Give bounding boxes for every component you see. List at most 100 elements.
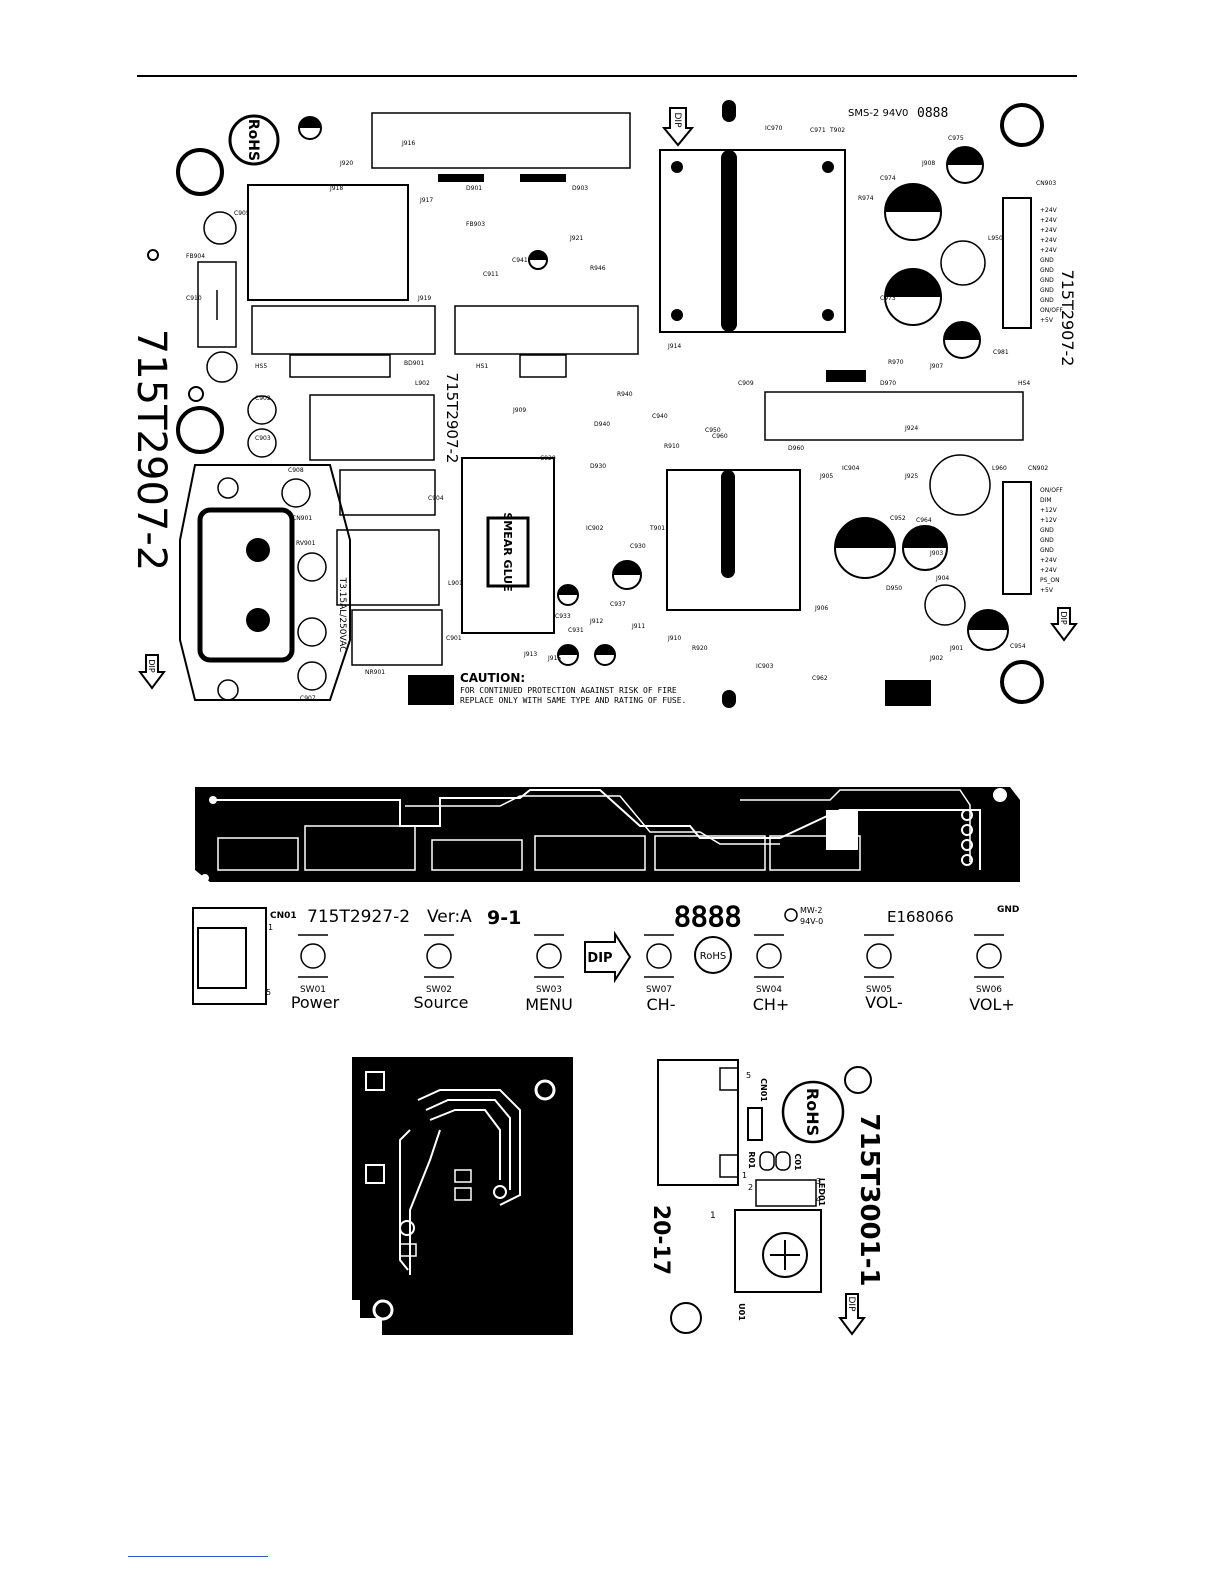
svg-text:J902: J902 — [929, 655, 943, 662]
svg-text:RoHS: RoHS — [803, 1088, 822, 1136]
svg-text:RoHS: RoHS — [700, 951, 726, 962]
svg-text:C930: C930 — [630, 543, 646, 550]
svg-text:C901: C901 — [446, 635, 462, 642]
fuse-rating: T3.15AL/250VAC — [337, 577, 347, 653]
svg-text:HS5: HS5 — [255, 363, 267, 370]
svg-text:L950: L950 — [988, 235, 1003, 242]
svg-text:R920: R920 — [692, 645, 708, 652]
svg-text:C981: C981 — [993, 349, 1009, 356]
svg-text:LED01: LED01 — [817, 1178, 826, 1207]
button-label: Source — [414, 993, 469, 1012]
svg-text:C910: C910 — [186, 295, 202, 302]
mounting-hole — [1000, 103, 1044, 147]
svg-text:HS4: HS4 — [1018, 380, 1030, 387]
svg-text:J916: J916 — [401, 140, 415, 147]
svg-text:+5V: +5V — [1040, 587, 1054, 594]
mounting-hole — [176, 406, 224, 454]
svg-text:U01: U01 — [737, 1303, 746, 1321]
svg-text:J924: J924 — [904, 425, 918, 432]
ul-mark: SMS-2 94V0 — [848, 108, 908, 119]
svg-text:5: 5 — [746, 1071, 751, 1080]
tact-switch: SW07 CH- — [644, 934, 675, 1014]
svg-text:J918: J918 — [329, 185, 343, 192]
ul-icon — [784, 908, 798, 922]
board-id-right: 715T2907-2 — [1058, 270, 1077, 367]
button-label: Power — [291, 993, 340, 1012]
transformer-t901 — [666, 469, 801, 611]
svg-text:1: 1 — [710, 1211, 716, 1221]
ground-icon — [188, 386, 204, 402]
svg-text:BD901: BD901 — [404, 360, 424, 367]
svg-text:C973: C973 — [880, 295, 896, 302]
svg-text:4: 4 — [816, 1195, 821, 1204]
svg-text:+24V: +24V — [1040, 567, 1058, 574]
svg-text:J912: J912 — [589, 618, 603, 625]
rohs-text: RoHS — [245, 119, 261, 161]
flame-rating: 94V-0 — [800, 917, 823, 926]
svg-text:5: 5 — [266, 988, 271, 997]
board-id-large: 715T2907-2 — [128, 329, 174, 571]
svg-text:IC902: IC902 — [586, 525, 604, 532]
svg-text:C975: C975 — [948, 135, 964, 142]
svg-text:+12V: +12V — [1040, 507, 1058, 514]
tact-switch: SW06 VOL+ — [969, 934, 1015, 1014]
tact-switch: SW01 Power — [291, 934, 340, 1012]
svg-text:HS1: HS1 — [476, 363, 488, 370]
ul-mark: MW-2 — [800, 906, 822, 915]
svg-text:L960: L960 — [992, 465, 1007, 472]
svg-text:DIM: DIM — [1040, 497, 1052, 504]
svg-text:ON/OFF: ON/OFF — [1040, 487, 1063, 494]
mounting-hole — [176, 148, 224, 196]
button-label: MENU — [525, 995, 573, 1014]
svg-text:J901: J901 — [949, 645, 963, 652]
caution-line-2: REPLACE ONLY WITH SAME TYPE AND RATING O… — [460, 696, 686, 705]
svg-text:C931: C931 — [568, 627, 584, 634]
key-board-silkscreen: CN01 1 5 715T2927-2 Ver:A 9-1 8888 MW-2 … — [192, 900, 1019, 1005]
svg-text:C908: C908 — [288, 467, 304, 474]
svg-text:C960: C960 — [712, 433, 728, 440]
svg-text:DIP: DIP — [587, 951, 612, 966]
smear-glue-label: SMEAR GLUE — [501, 512, 514, 591]
svg-text:+24V: +24V — [1040, 557, 1058, 564]
rohs-logo: RoHS — [228, 114, 280, 166]
board-id-mid: 715T2907-2 — [443, 373, 461, 464]
filter-block — [247, 184, 409, 301]
svg-text:SW07: SW07 — [646, 985, 672, 995]
dip-arrow-icon: DIP — [584, 930, 632, 984]
svg-text:GND: GND — [1040, 547, 1054, 554]
svg-text:T901: T901 — [649, 525, 665, 532]
svg-text:2: 2 — [748, 1183, 753, 1192]
ir-board-id: 715T3001-1 — [854, 1113, 884, 1286]
svg-text:DIP: DIP — [846, 1296, 856, 1312]
svg-text:J905: J905 — [819, 473, 833, 480]
svg-text:C954: C954 — [1010, 643, 1026, 650]
svg-text:3: 3 — [816, 1177, 821, 1186]
dip-arrow-icon: DIP — [661, 107, 695, 147]
dip-arrow-icon: DIP — [1050, 607, 1078, 642]
mounting-hole — [844, 1066, 872, 1094]
gnd-label: GND — [997, 905, 1019, 915]
svg-text:D950: D950 — [886, 585, 902, 592]
svg-text:SW01: SW01 — [300, 985, 326, 995]
heatsink-hs5 — [371, 112, 631, 169]
cn01-label: CN01 — [270, 911, 297, 921]
caution-title: CAUTION: — [460, 671, 525, 685]
connector-cn902 — [1002, 481, 1032, 595]
svg-text:J919: J919 — [417, 295, 431, 302]
connector-cn903 — [1002, 197, 1032, 329]
svg-text:DIP: DIP — [147, 659, 156, 673]
svg-text:+24V: +24V — [1040, 227, 1058, 234]
svg-text:+24V: +24V — [1040, 217, 1058, 224]
button-label: VOL- — [865, 993, 903, 1012]
svg-text:C902: C902 — [255, 395, 271, 402]
svg-text:C952: C952 — [890, 515, 906, 522]
svg-text:D960: D960 — [788, 445, 804, 452]
svg-text:L901: L901 — [448, 580, 463, 587]
svg-text:+24V: +24V — [1040, 237, 1058, 244]
date-code: 8888 — [674, 900, 741, 933]
svg-text:PS_ON: PS_ON — [1040, 577, 1060, 584]
tact-switch: SW05 VOL- — [864, 934, 903, 1012]
svg-text:J914: J914 — [667, 343, 681, 350]
svg-text:C904: C904 — [428, 495, 444, 502]
